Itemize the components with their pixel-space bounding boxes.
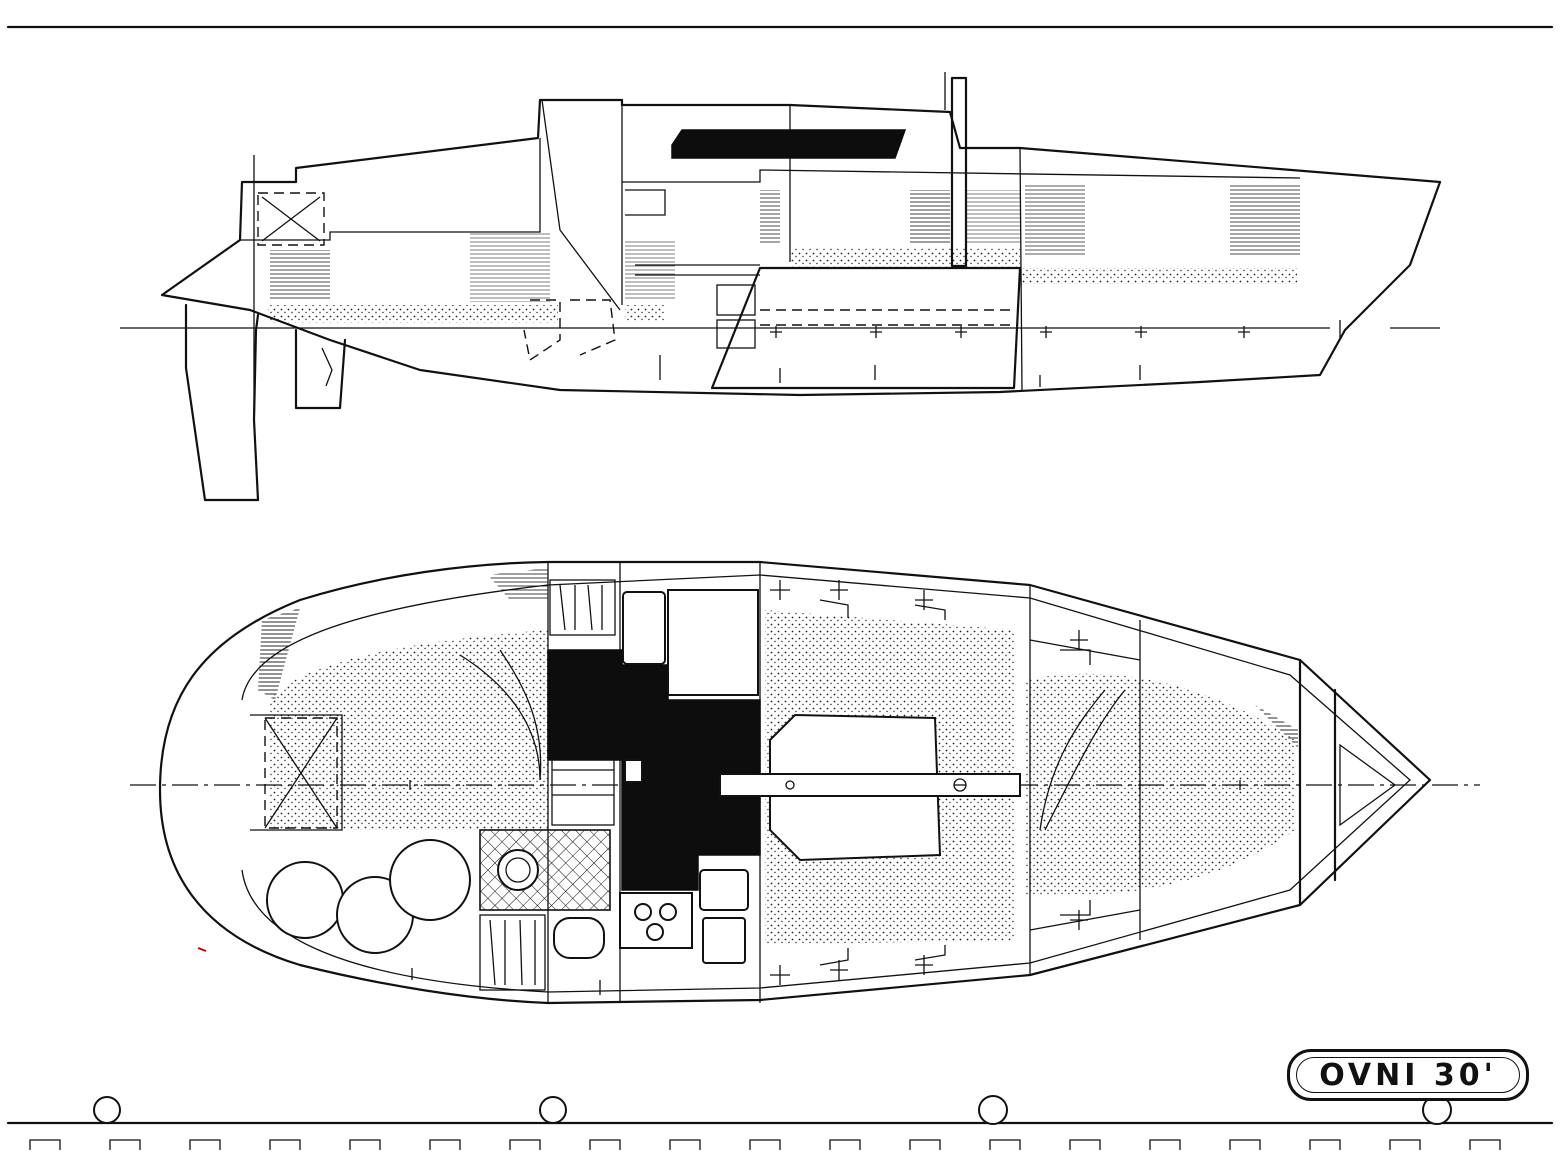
centreboard-trunk [719,773,1021,797]
sheet-frame [6,25,1554,1125]
red-marker [197,947,207,952]
model-label: OVNI 30' [1296,1057,1520,1093]
cockpit-locker-1 [266,861,344,939]
rudder [184,303,260,502]
binding-strip [29,1139,1501,1150]
side-profile-view [120,72,1442,502]
centreboard [294,328,347,410]
deck-plan-view [130,560,1480,1005]
saloon-berth-front [710,266,1022,390]
cockpit-locker-3 [389,839,471,921]
mast [950,76,968,268]
cabin-sole [547,649,761,891]
doghouse-window [671,129,907,159]
model-label-plaque: OVNI 30' [1287,1049,1529,1101]
plan-hull-outline [158,560,1432,1005]
